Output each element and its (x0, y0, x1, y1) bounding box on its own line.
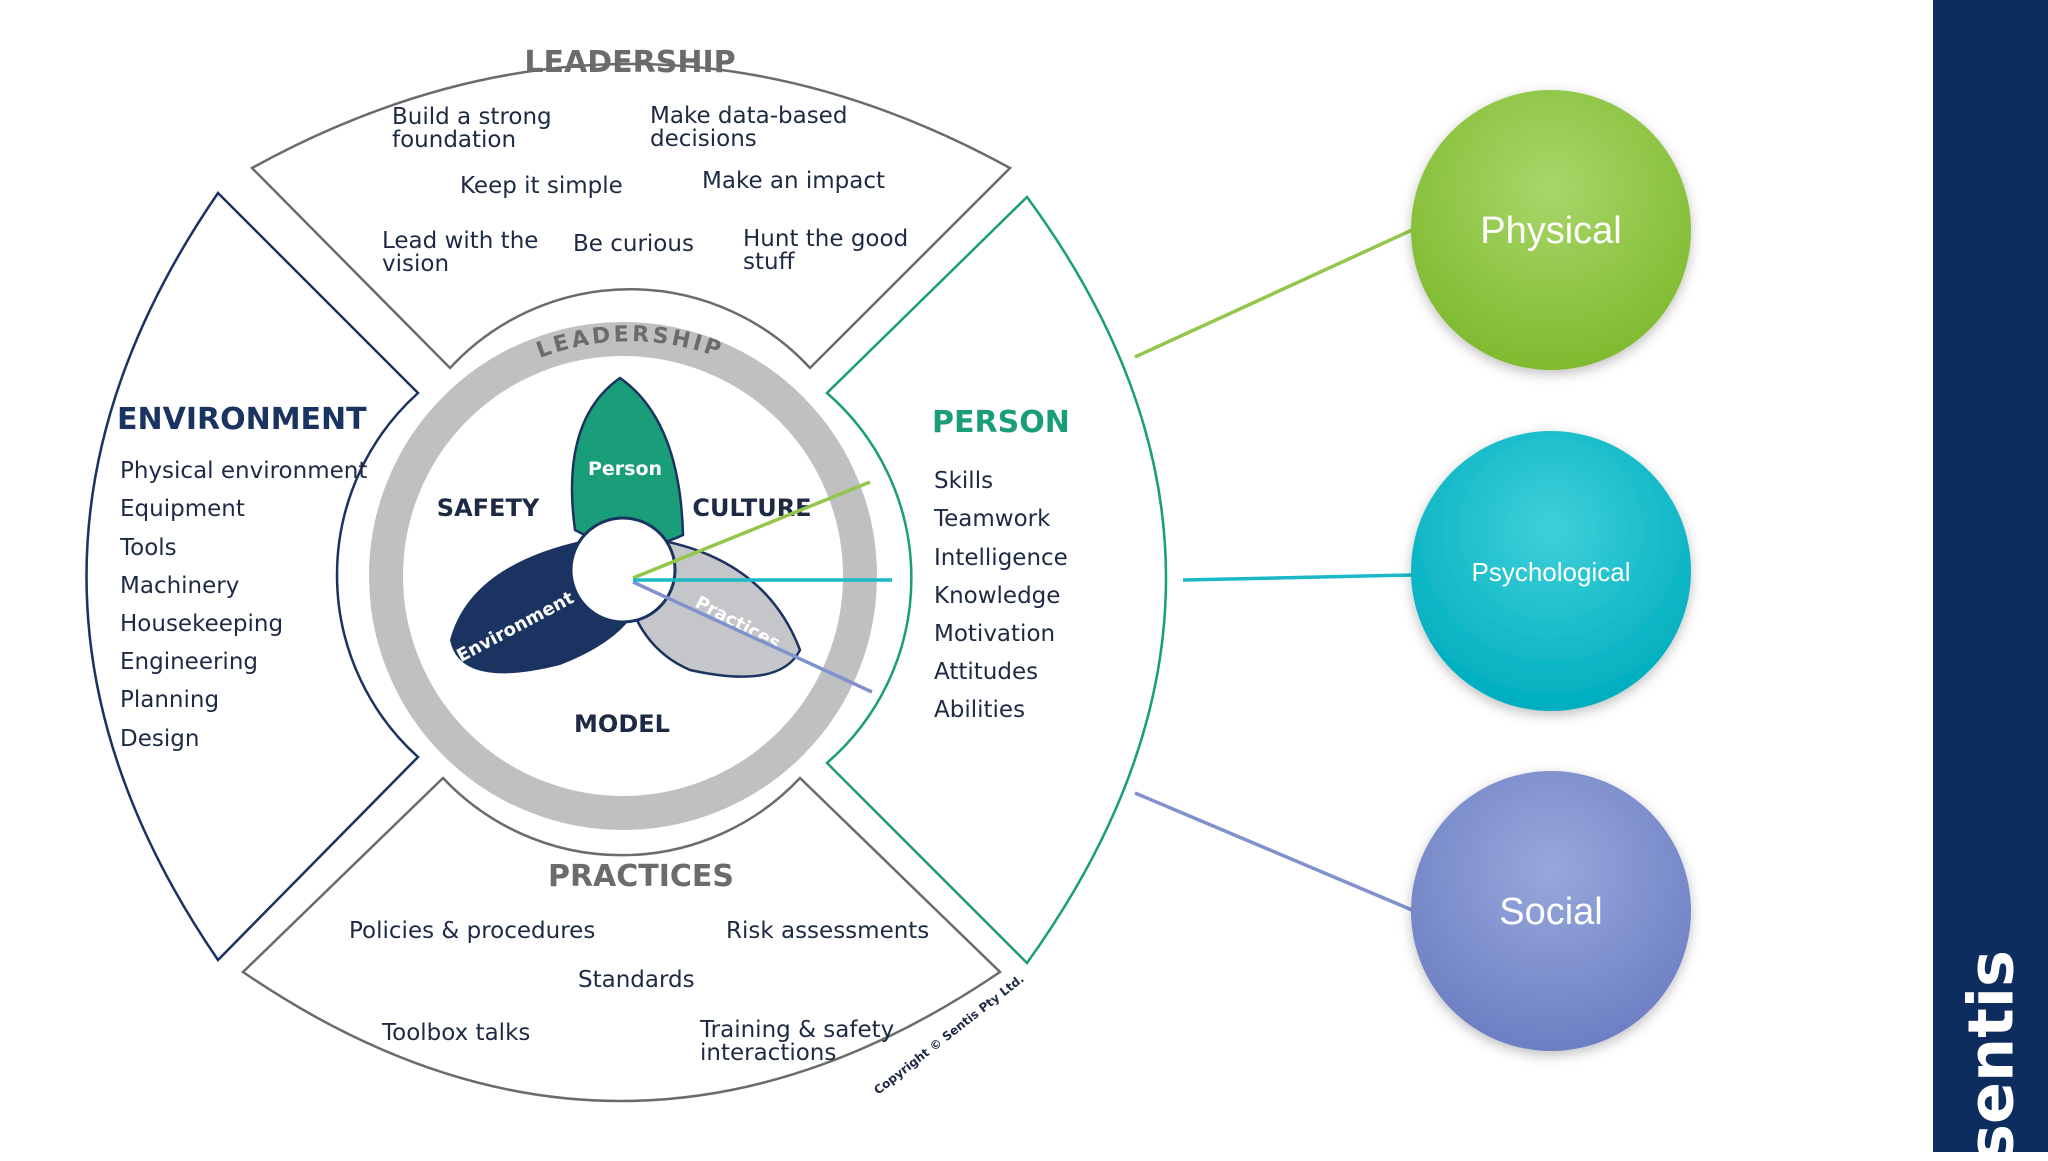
sentis-logo: sentis (1954, 950, 2027, 1161)
leadership-item: Lead with the (382, 228, 538, 254)
environment-item: Planning (120, 687, 219, 713)
practices-item: Standards (578, 967, 695, 993)
person-item: Attitudes (934, 659, 1038, 685)
leadership-item: Make an impact (702, 168, 885, 194)
person-item: Motivation (934, 621, 1055, 647)
environment-item: Equipment (120, 496, 245, 522)
social-label: Social (1499, 891, 1603, 933)
practices-item: interactions (700, 1040, 836, 1066)
leadership-item: Hunt the good (743, 226, 908, 252)
psychological-circle: Psychological (1411, 431, 1691, 711)
culture-label: CULTURE (692, 494, 811, 522)
practices-item: Toolbox talks (381, 1020, 530, 1046)
practices-item: Training & safety (699, 1017, 894, 1043)
leadership-item: Keep it simple (460, 173, 623, 199)
petal-hub (569, 516, 677, 624)
connector-social-inner (632, 580, 873, 694)
environment-item: Engineering (120, 649, 258, 675)
model-label: MODEL (574, 710, 670, 738)
connector-psychological (1182, 573, 1413, 582)
practices-section (241, 776, 1002, 1103)
practices-heading: PRACTICES (548, 859, 734, 894)
person-heading: PERSON (932, 405, 1070, 440)
leadership-item: foundation (392, 127, 516, 153)
person-item: Knowledge (934, 583, 1060, 609)
psychological-label: Psychological (1472, 557, 1631, 587)
leadership-item: vision (382, 251, 449, 277)
leadership-item: Make data-based (650, 103, 847, 129)
person-item: Teamwork (933, 506, 1051, 532)
leadership-item: decisions (650, 126, 757, 152)
brand-sidebar: sentis (1933, 0, 2048, 1161)
environment-item: Tools (119, 535, 177, 561)
physical-label: Physical (1480, 210, 1622, 252)
practices-item: Policies & procedures (349, 918, 595, 944)
connector-physical-inner (632, 480, 871, 580)
physical-circle: Physical (1411, 90, 1691, 370)
social-circle: Social (1411, 771, 1691, 1051)
leadership-section (249, 62, 1013, 370)
leadership-item: stuff (743, 249, 796, 275)
person-section (825, 195, 1168, 965)
connector-social (1134, 791, 1413, 912)
environment-item: Housekeeping (120, 611, 283, 637)
leadership-heading: LEADERSHIP (524, 45, 735, 80)
environment-section (85, 191, 420, 962)
petal-person-label: Person (588, 458, 662, 480)
safety-label: SAFETY (437, 494, 540, 522)
person-item: Abilities (934, 697, 1025, 723)
leadership-item: Be curious (573, 231, 694, 257)
environment-heading: ENVIRONMENT (117, 402, 367, 437)
environment-item: Machinery (120, 573, 239, 599)
connector-physical (1134, 228, 1413, 359)
person-item: Intelligence (934, 545, 1068, 571)
person-item: Skills (934, 468, 993, 494)
environment-item: Physical environment (120, 458, 367, 484)
leadership-item: Build a strong (392, 104, 552, 130)
environment-item: Design (120, 726, 199, 752)
practices-item: Risk assessments (726, 918, 929, 944)
